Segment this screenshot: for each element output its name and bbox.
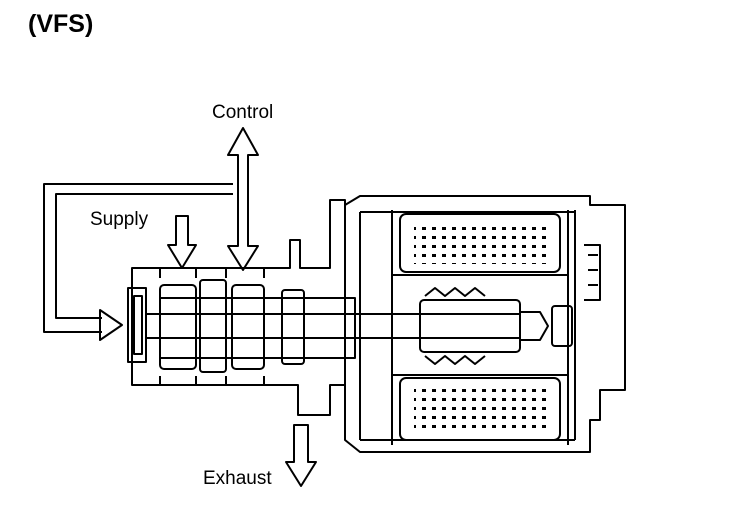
exhaust-label: Exhaust [203,468,272,489]
valve-bore [159,297,356,359]
spool-land [159,284,197,370]
spool-land [231,284,265,370]
control-arrow-icon [227,127,259,271]
plunger-tip [519,311,549,341]
exhaust-arrow-icon [285,424,317,487]
coil-windings-top [414,222,548,264]
control-label: Control [212,102,274,123]
diagram-title: (VFS) [28,10,94,38]
armature-spring [424,287,486,365]
coil-windings-bottom [414,388,548,432]
coil-bottom [399,377,561,441]
feedback-arrow-icon [99,309,123,341]
armature [419,299,521,353]
adjuster [551,305,573,347]
spool-land [199,279,227,373]
valve-body [131,199,346,416]
solenoid-housing [344,195,626,453]
supply-label: Supply [90,209,149,230]
connector-terminal [584,244,601,301]
valve-end-cap [127,287,147,363]
solenoid-inner-wall [359,210,576,441]
spool-shaft [146,313,520,339]
spool-land [281,289,305,365]
port-openings [159,268,265,385]
coil-bobbin [391,210,569,445]
supply-arrow-icon [167,215,197,269]
coil-top [399,213,561,273]
feedback-line [43,183,233,333]
